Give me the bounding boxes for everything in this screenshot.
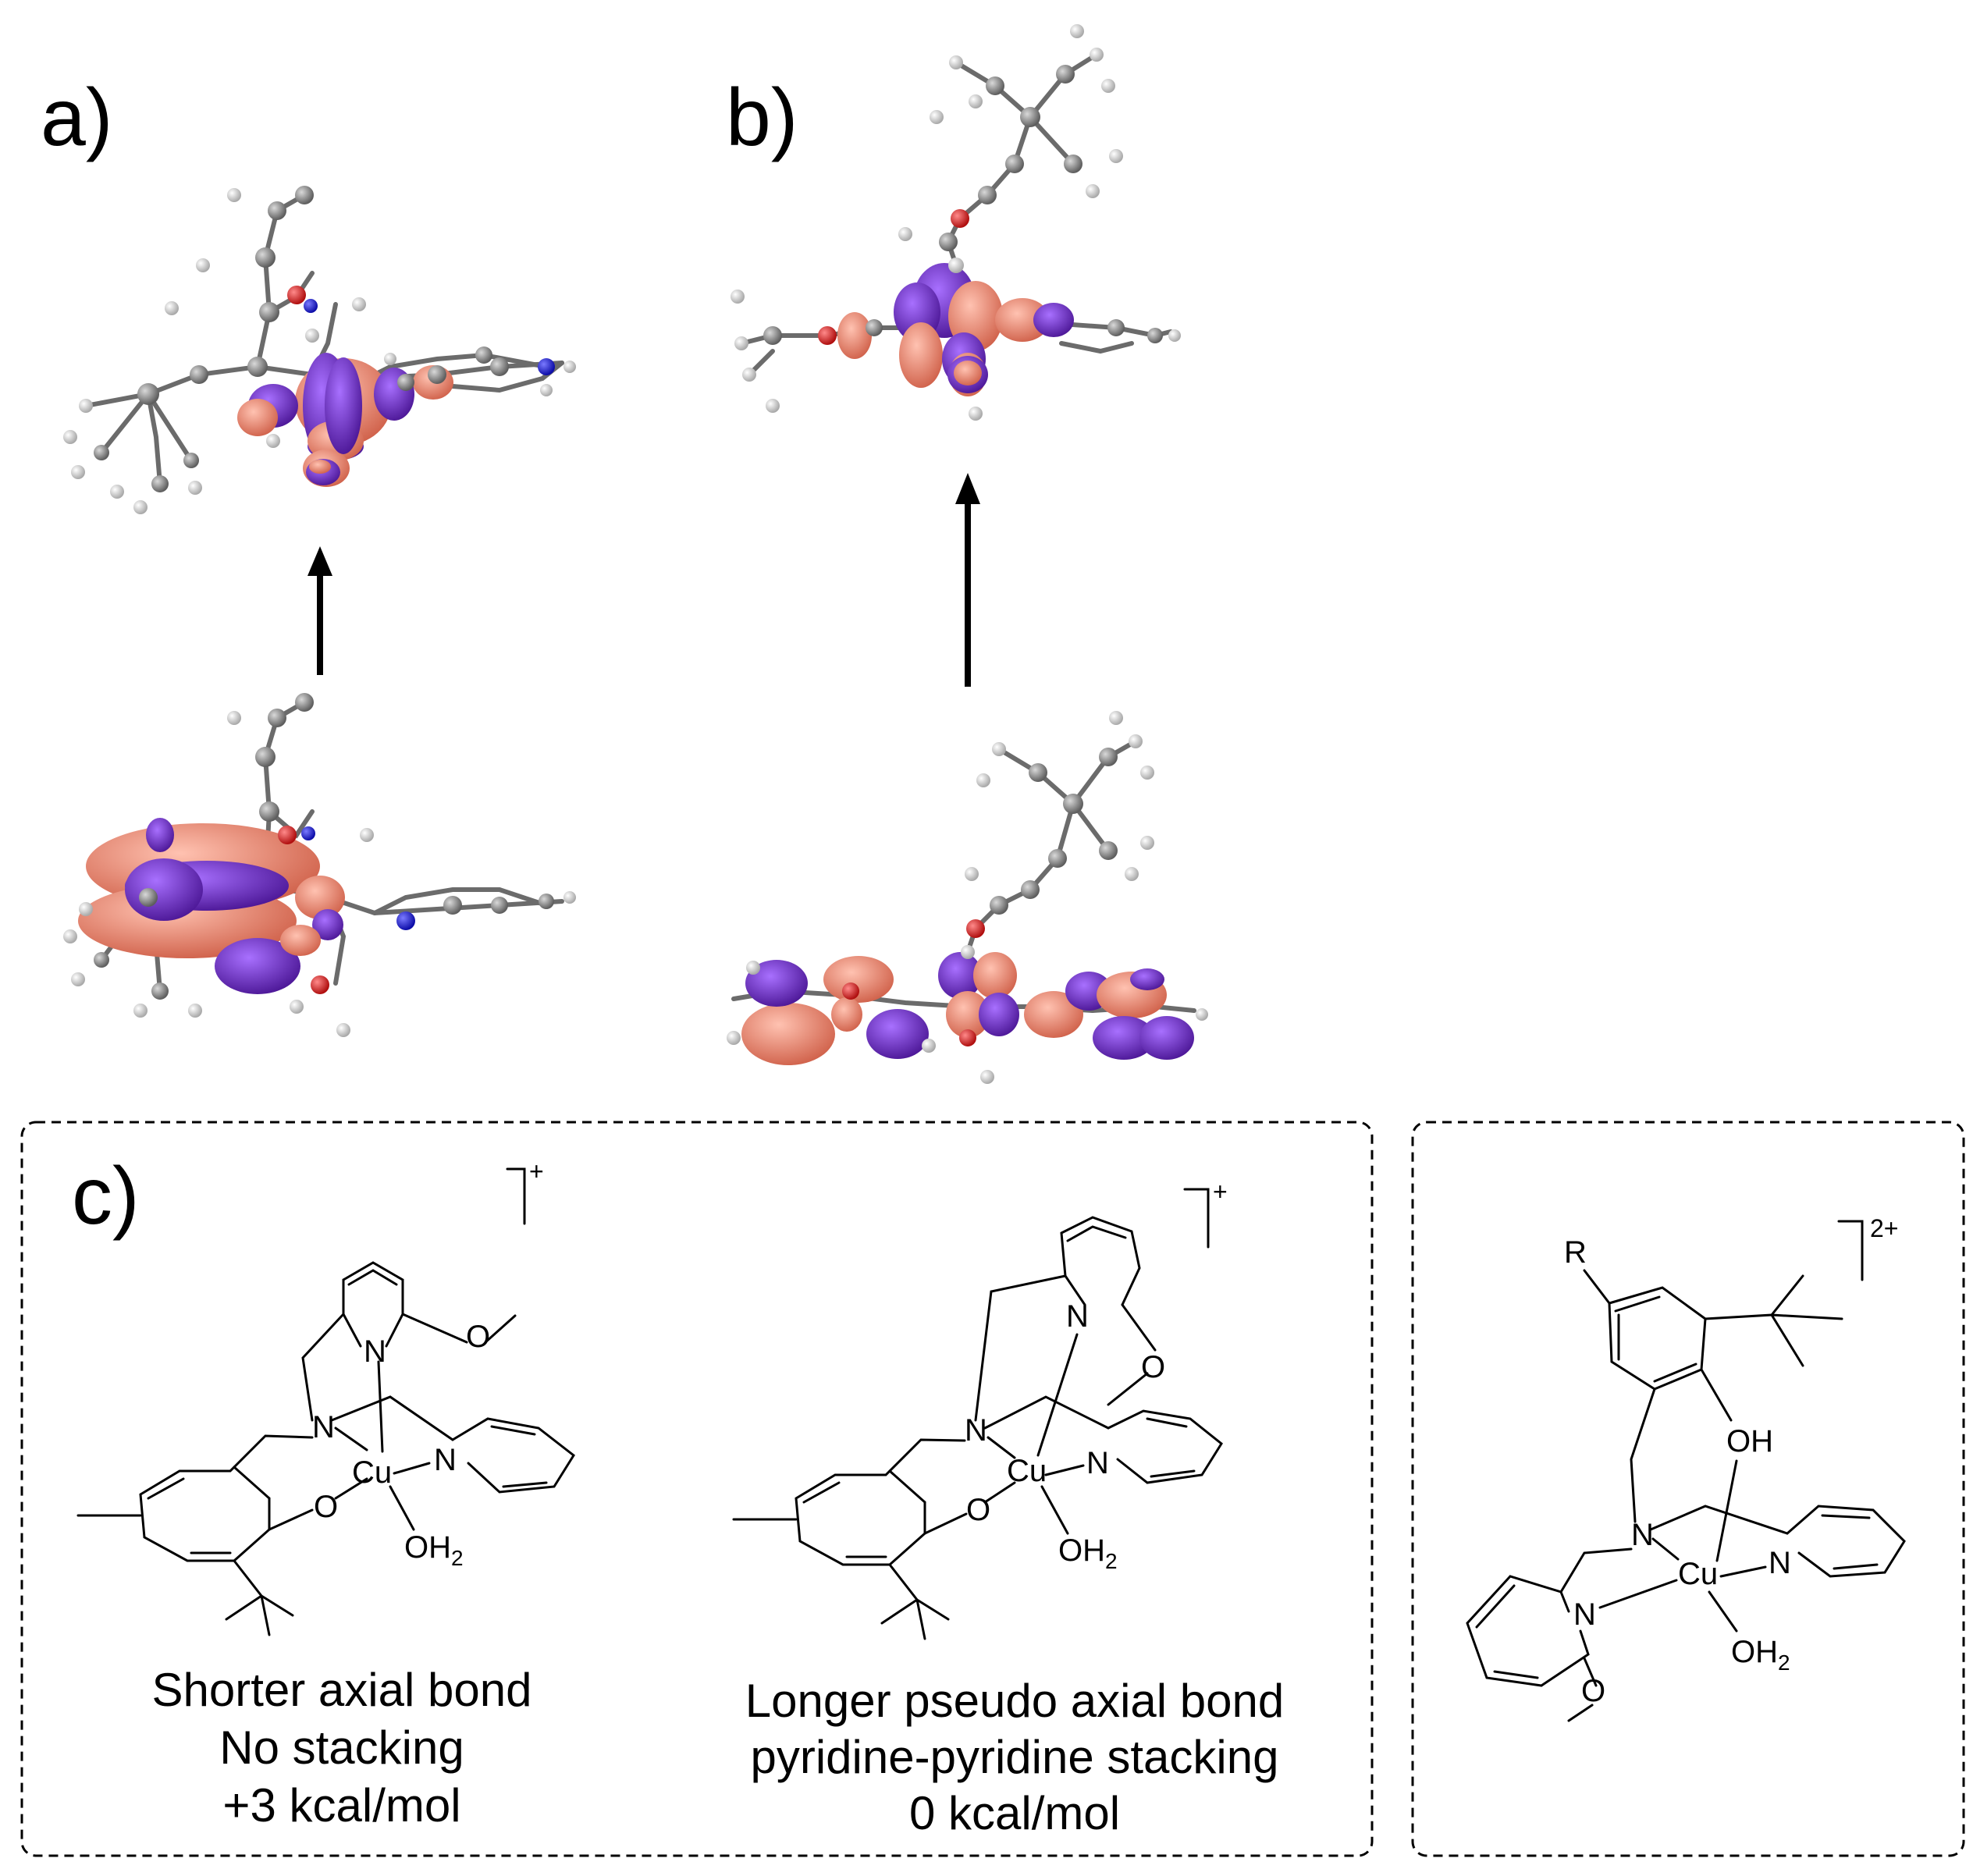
structure-right-n2-label: N	[1769, 1546, 1791, 1580]
structure-middle-n-amine: N	[965, 1413, 987, 1448]
structure-left-oh2-label: OH2	[404, 1530, 464, 1570]
right-structure-frame	[1411, 1121, 1965, 1857]
structure-right-oh-label: OH	[1726, 1424, 1773, 1459]
structure-left-n-amine: N	[312, 1410, 335, 1444]
panel-c-label: c)	[72, 1151, 140, 1242]
structure-middle-caption-line2: pyridine-pyridine stacking	[751, 1731, 1279, 1783]
structure-right: 2+ R OH N Cu N N O OH2	[1466, 1214, 1906, 1722]
panel-b-arrow	[955, 473, 980, 687]
panel-b-orbital-upper	[731, 24, 1181, 421]
structure-middle-caption-line1: Longer pseudo axial bond	[745, 1675, 1285, 1727]
structure-middle-ome-label: O	[1141, 1350, 1165, 1384]
structure-left: + N N Cu N O O OH2	[76, 1157, 575, 1636]
structure-middle: + N O N Cu N O OH2	[732, 1178, 1228, 1640]
structure-right-n3-label: N	[1573, 1597, 1596, 1632]
structure-left-caption-line2: No stacking	[219, 1721, 464, 1774]
panel-a-orbital-lower	[63, 693, 576, 1037]
structure-middle-charge: +	[1213, 1178, 1228, 1206]
structure-left-caption-line3: +3 kcal/mol	[222, 1779, 460, 1832]
structure-middle-caption: Longer pseudo axial bond pyridine-pyridi…	[745, 1675, 1285, 1839]
structure-left-caption-line1: Shorter axial bond	[152, 1664, 532, 1716]
panel-a-orbital-upper	[63, 186, 576, 514]
structure-right-n-amine: N	[1631, 1518, 1654, 1552]
structure-left-ome-label: O	[466, 1320, 490, 1354]
panel-c-frame	[20, 1121, 1374, 1857]
panel-a-label: a)	[41, 73, 112, 163]
structure-middle-oh2-label: OH2	[1058, 1533, 1118, 1573]
structure-right-charge: 2+	[1870, 1214, 1898, 1242]
structure-left-caption: Shorter axial bond No stacking +3 kcal/m…	[152, 1664, 532, 1832]
structure-right-oh2-label: OH2	[1731, 1635, 1790, 1675]
panel-b-label: b)	[726, 73, 798, 163]
panel-a-arrow	[308, 546, 332, 675]
structure-middle-n-label: N	[1066, 1299, 1089, 1334]
structure-middle-o-label: O	[966, 1493, 990, 1527]
structure-left-n2-label: N	[434, 1443, 457, 1477]
structure-left-charge: +	[529, 1157, 544, 1185]
structure-middle-n2-label: N	[1086, 1446, 1109, 1480]
structure-middle-caption-line3: 0 kcal/mol	[909, 1787, 1120, 1839]
structure-left-o-label: O	[314, 1490, 338, 1524]
structure-left-n-label: N	[364, 1334, 386, 1369]
structure-right-cu-label: Cu	[1678, 1557, 1718, 1591]
panel-b-orbital-lower	[727, 711, 1208, 1084]
structure-right-r-label: R	[1564, 1235, 1587, 1270]
